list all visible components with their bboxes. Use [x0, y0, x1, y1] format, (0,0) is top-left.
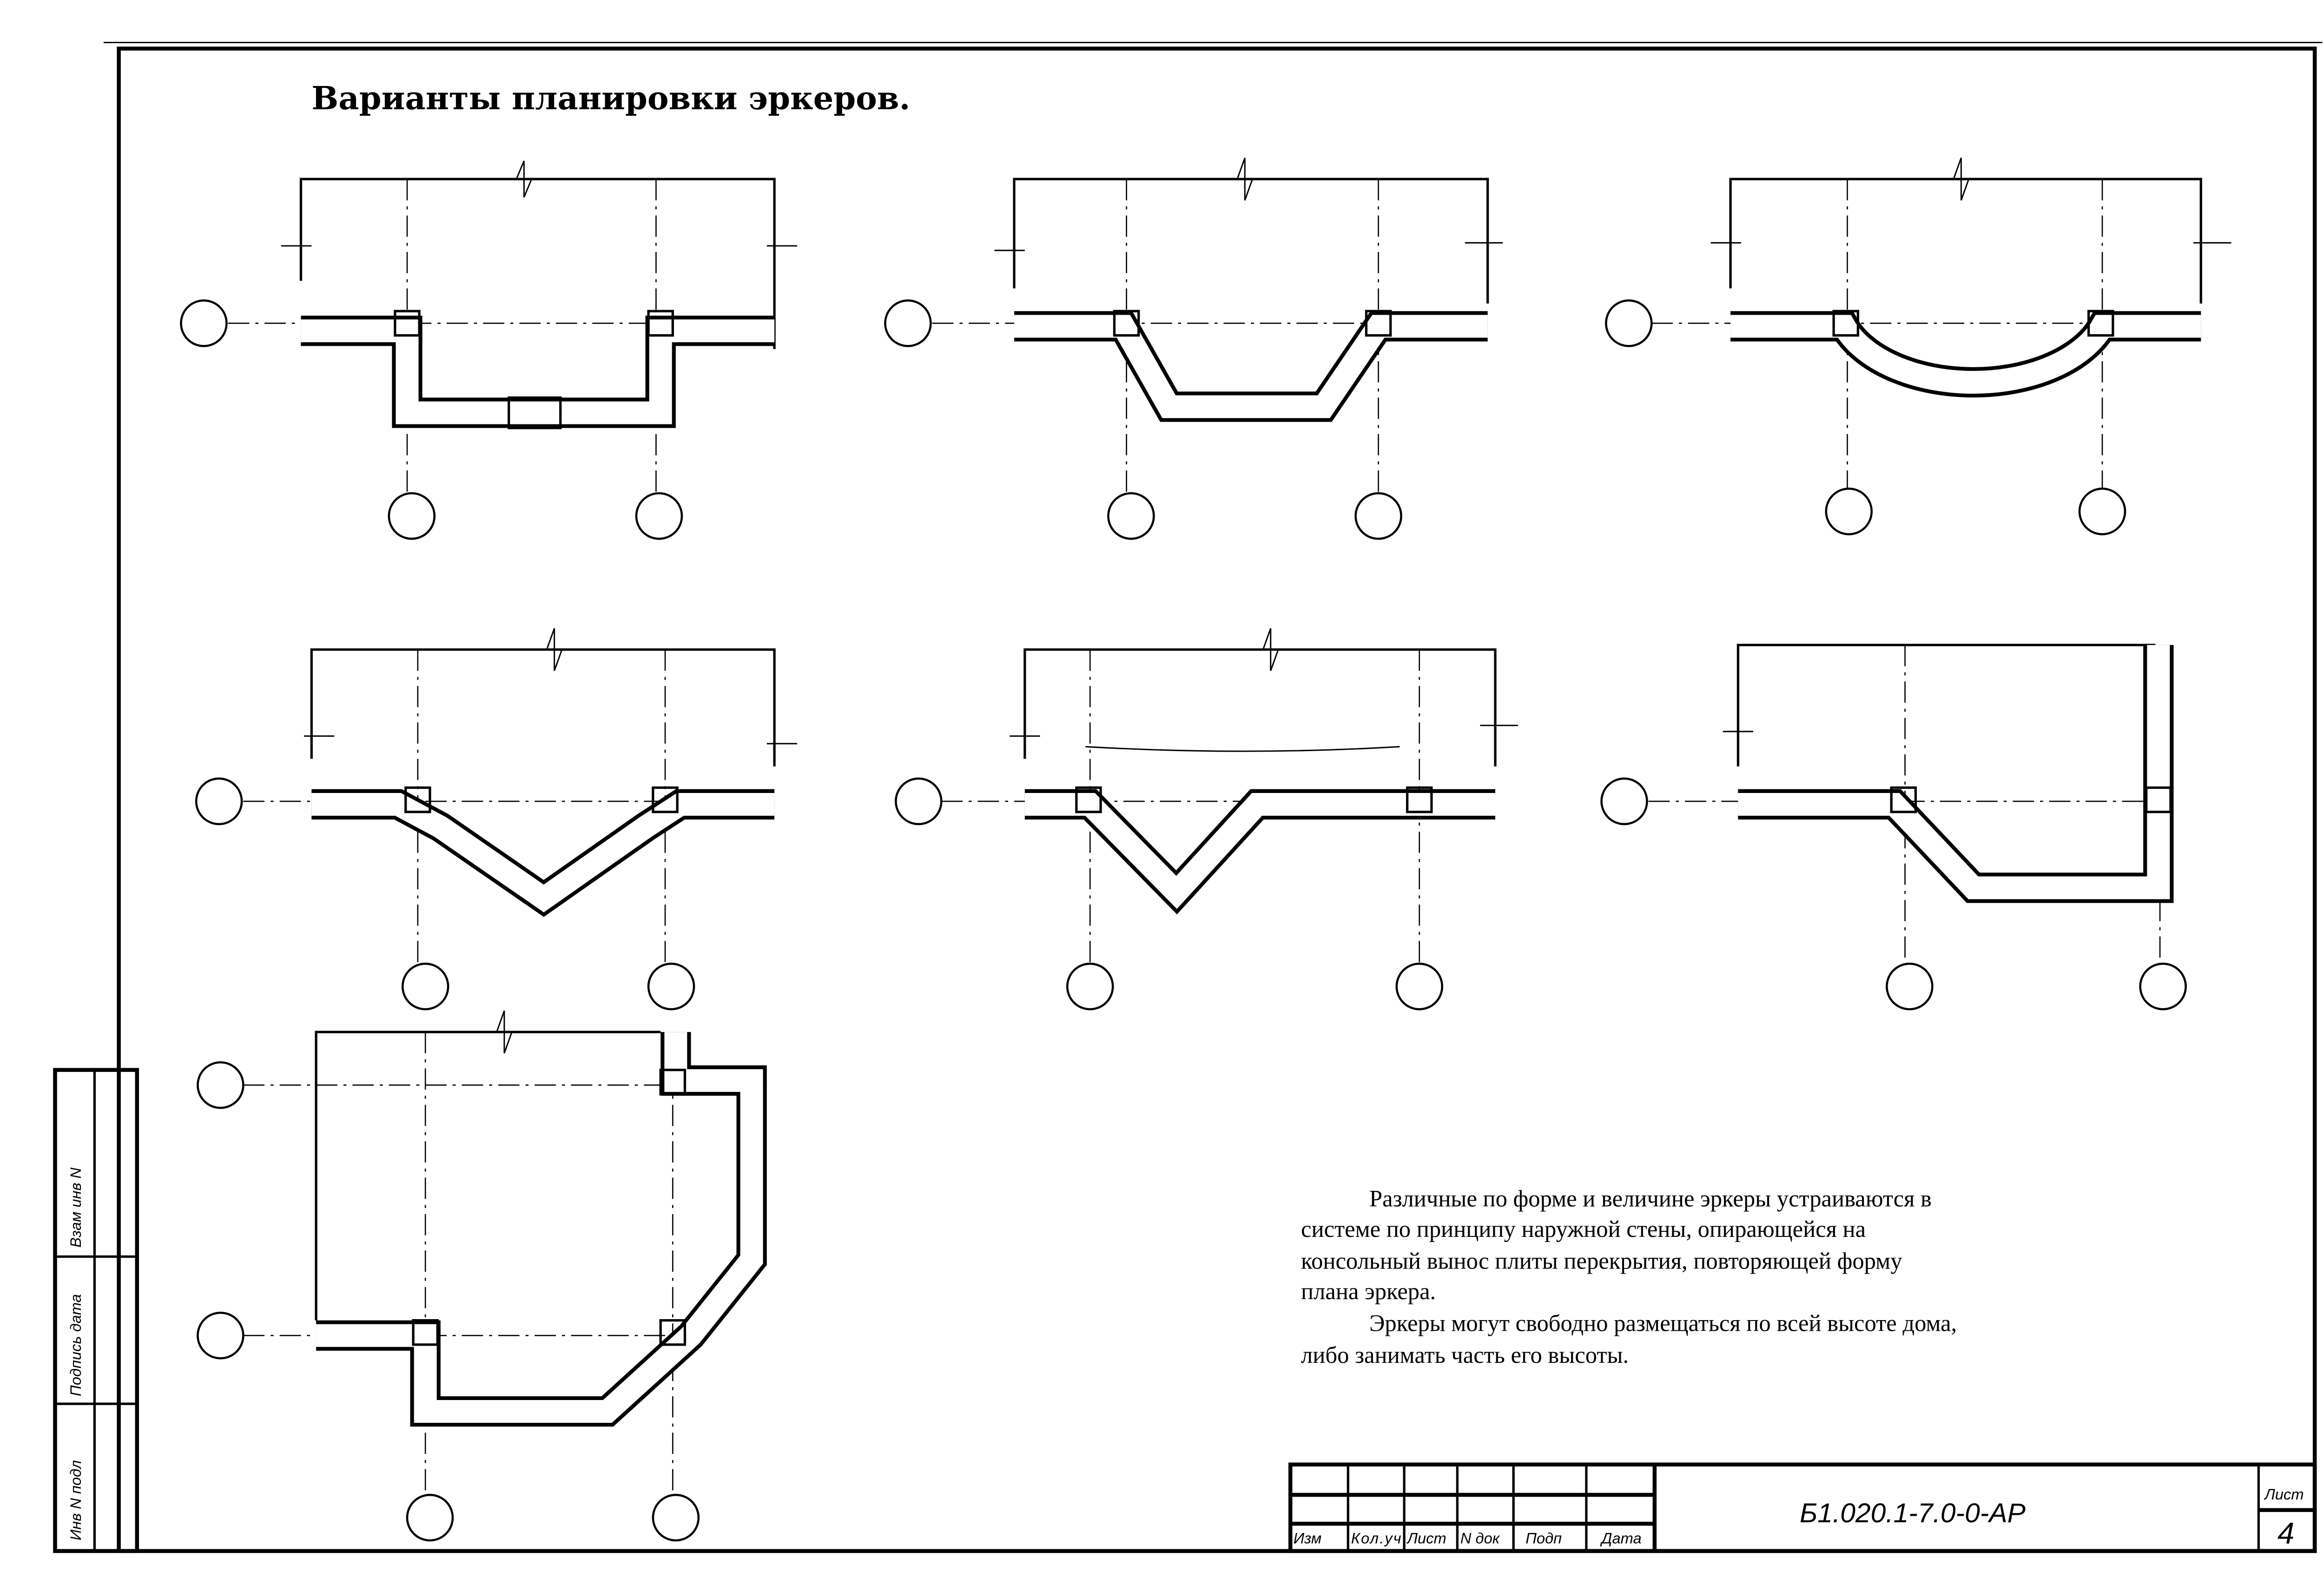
axis-marker — [197, 1311, 244, 1360]
axis-marker — [647, 962, 695, 1011]
sheet-frame — [117, 46, 2317, 1553]
header-doc-number: N док — [1460, 1530, 1500, 1547]
axis-marker — [635, 492, 683, 540]
axis-marker — [195, 777, 243, 826]
page-title: Варианты планировки эркеров. — [311, 80, 910, 117]
axis-marker — [197, 1061, 244, 1109]
description-line: системе по принципу наружной стены, опир… — [1301, 1216, 1866, 1242]
axis-marker — [652, 1493, 700, 1542]
bay-variant-trapezoid — [884, 158, 1503, 540]
bay-variant-narrow-triangle — [895, 628, 1518, 1011]
header-date: Дата — [1600, 1530, 1642, 1547]
description-text: Различные по форме и величине эркеры уст… — [1301, 1186, 1957, 1368]
header-change: Изм — [1294, 1530, 1322, 1547]
description-line: плана эркера. — [1301, 1278, 1436, 1304]
bay-variant-arched — [1605, 158, 2232, 535]
axis-marker — [1066, 962, 1114, 1011]
axis-marker — [2139, 962, 2187, 1011]
axis-marker — [895, 777, 943, 826]
header-signature: Подп — [1525, 1530, 1562, 1547]
description-line: консольный вынос плиты перекрытия, повто… — [1301, 1248, 1902, 1274]
axis-marker — [1605, 299, 1653, 347]
sheet-label: Лист — [2264, 1486, 2304, 1503]
axis-marker — [1886, 962, 1934, 1011]
axis-marker — [388, 492, 436, 540]
bay-variant-corner-polygonal — [197, 1011, 767, 1542]
axis-marker — [1825, 488, 1873, 535]
axis-marker — [2078, 488, 2126, 535]
axis-marker — [180, 299, 228, 347]
title-block: Изм Кол.уч Лист N док Подп Дата Лист Б1.… — [1288, 1462, 2317, 1553]
sheet-number: 4 — [2278, 1516, 2294, 1550]
bay-variant-rectangular — [180, 160, 798, 540]
axis-marker — [1354, 492, 1402, 540]
axis-marker — [406, 1493, 454, 1542]
stamp-label-replacement: Взам инв N — [67, 1167, 84, 1247]
axis-marker — [1395, 962, 1444, 1011]
axis-marker — [1600, 777, 1648, 826]
description-line: Эркеры могут свободно размещаться по все… — [1369, 1310, 1957, 1336]
stamp-label-inventory: Инв N подл — [67, 1460, 84, 1540]
bay-variant-corner — [1600, 644, 2187, 1011]
bay-variant-wide-triangle — [195, 628, 798, 1011]
axis-marker — [1107, 492, 1155, 540]
stamp-label-signature-date: Подпись дата — [67, 1294, 84, 1396]
header-quantity: Кол.уч — [1351, 1530, 1401, 1547]
axis-marker — [884, 299, 932, 347]
axis-marker — [401, 962, 449, 1011]
side-stamp: Взам инв N Подпись дата Инв N подл — [53, 1068, 139, 1553]
header-sheet: Лист — [1406, 1530, 1446, 1547]
description-line: Различные по форме и величине эркеры уст… — [1369, 1186, 1932, 1212]
description-line: либо занимать часть его высоты. — [1301, 1342, 1629, 1368]
document-code: Б1.020.1-7.0-0-АР — [1800, 1498, 2026, 1528]
